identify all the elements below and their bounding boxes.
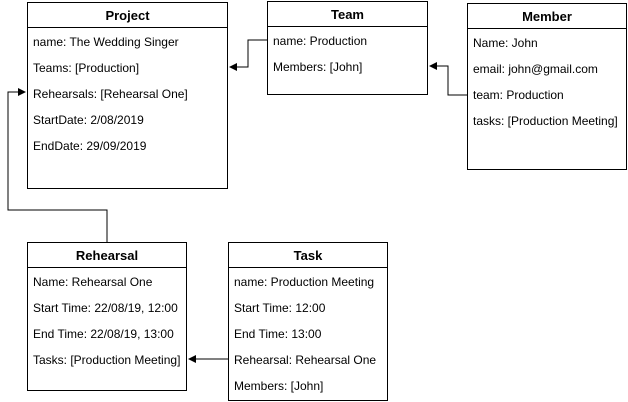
task-name-field: name: Production Meeting: [234, 275, 375, 289]
project-teams-field: Teams: [Production]: [33, 61, 140, 75]
project-enddate-field: EndDate: 29/09/2019: [33, 139, 147, 153]
task-end-time-field: End Time: 13:00: [234, 327, 322, 341]
rehearsal-start-time-field: Start Time: 22/08/19, 12:00: [33, 301, 178, 315]
team-entity: Team name: Production Members: [John]: [267, 1, 428, 95]
member-email-field: email: john@gmail.com: [473, 62, 598, 76]
member-entity: Member Name: John email: john@gmail.com …: [467, 3, 627, 170]
team-name-field: name: Production: [273, 34, 368, 48]
project-title: Project: [28, 3, 227, 28]
member-name-field: Name: John: [473, 36, 538, 50]
team-to-project-connector: [229, 39, 267, 71]
rehearsal-entity: Rehearsal Name: Rehearsal One Start Time…: [27, 242, 187, 391]
task-rehearsal-field: Rehearsal: Rehearsal One: [234, 353, 377, 367]
team-members-field: Members: [John]: [273, 60, 363, 74]
project-startdate-field: StartDate: 2/08/2019: [33, 113, 144, 127]
team-title: Team: [268, 2, 427, 27]
rehearsal-title: Rehearsal: [28, 243, 186, 268]
project-rehearsals-field: Rehearsals: [Rehearsal One]: [33, 87, 188, 101]
task-start-time-field: Start Time: 12:00: [234, 301, 326, 315]
task-entity: Task name: Production Meeting Start Time…: [228, 242, 388, 401]
member-to-team-connector: [429, 62, 467, 96]
member-title: Member: [468, 4, 626, 29]
task-title: Task: [229, 243, 387, 268]
rehearsal-end-time-field: End Time: 22/08/19, 13:00: [33, 327, 174, 341]
project-entity: Project name: The Wedding Singer Teams: …: [27, 2, 228, 189]
project-name-field: name: The Wedding Singer: [33, 35, 179, 49]
member-team-field: team: Production: [473, 88, 564, 102]
member-tasks-field: tasks: [Production Meeting]: [473, 114, 618, 128]
rehearsal-tasks-field: Tasks: [Production Meeting]: [33, 353, 181, 367]
task-members-field: Members: [John]: [234, 379, 324, 393]
rehearsal-name-field: Name: Rehearsal One: [33, 275, 153, 289]
